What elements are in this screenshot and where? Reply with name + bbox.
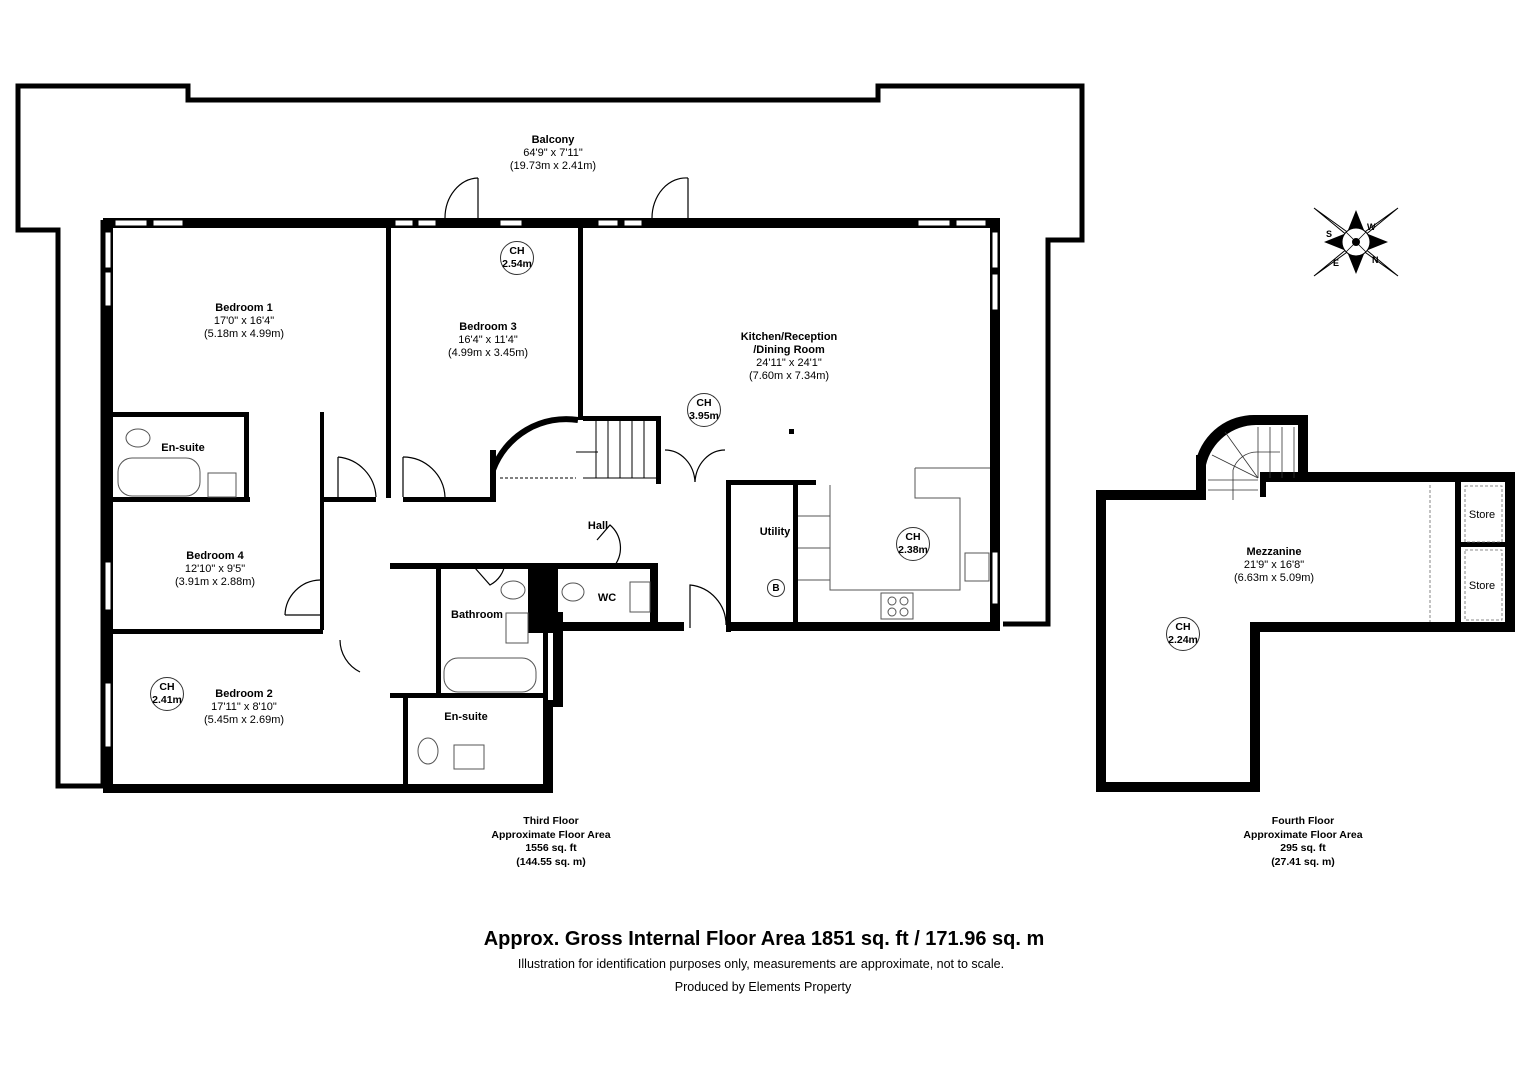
room-label-wc: WC xyxy=(598,592,616,605)
stairs-third-floor xyxy=(490,416,656,479)
ch-label: CH xyxy=(696,397,712,409)
floor-sqft: 295 sq. ft xyxy=(1280,842,1326,854)
room-imperial: 17'0" x 16'4" xyxy=(213,314,275,327)
compass-east-label: E xyxy=(1333,258,1340,268)
room-label-bathroom: Bathroom xyxy=(451,609,503,622)
ch-value: 2.38m xyxy=(898,544,928,556)
ceiling-height-marker: CH 3.95m xyxy=(687,393,721,427)
room-metric: (19.73m x 2.41m) xyxy=(509,159,597,172)
room-name: WC xyxy=(597,592,617,604)
third-floor-walls xyxy=(103,218,1000,793)
room-metric: (5.45m x 2.69m) xyxy=(203,713,285,726)
room-metric: (7.60m x 7.34m) xyxy=(748,369,830,382)
room-name: Utility xyxy=(759,526,791,538)
room-imperial: 16'4" x 11'4" xyxy=(458,333,518,346)
room-label-bedroom-4: Bedroom 4 12'10" x 9'5" (3.91m x 2.88m) xyxy=(175,550,255,589)
floor-subtitle: Approximate Floor Area xyxy=(1243,828,1363,841)
ceiling-height-marker: CH 2.54m xyxy=(500,241,534,275)
room-label-utility: Utility xyxy=(760,526,791,539)
disclaimer-text: Illustration for identification purposes… xyxy=(517,957,1005,971)
room-label-kitchen-reception-dining: Kitchen/Reception /Dining Room 24'11" x … xyxy=(741,331,838,383)
room-label-balcony: Balcony 64'9" x 7'11" (19.73m x 2.41m) xyxy=(510,134,596,173)
room-label-hall: Hall xyxy=(588,520,608,533)
room-name: Hall xyxy=(587,520,609,532)
store-outlines xyxy=(1429,485,1503,622)
ceiling-height-marker: CH 2.38m xyxy=(896,527,930,561)
ceiling-height-marker: CH 2.41m xyxy=(150,677,184,711)
room-label-store-1: Store xyxy=(1469,509,1495,522)
room-name: Store xyxy=(1468,509,1496,521)
room-name: En-suite xyxy=(444,711,488,723)
room-name: En-suite xyxy=(161,442,205,454)
boiler-marker: B xyxy=(767,579,785,597)
room-label-ensuite-2: En-suite xyxy=(444,711,487,724)
fourth-floor-area-caption: Fourth Floor Approximate Floor Area 295 … xyxy=(1243,815,1362,869)
compass-north-label: N xyxy=(1372,255,1379,265)
room-name: Bedroom 3 xyxy=(459,321,517,333)
room-imperial: 64'9" x 7'11" xyxy=(523,146,583,159)
floor-sqft: 1556 sq. ft xyxy=(525,842,577,854)
floor-title: Fourth Floor xyxy=(1271,815,1335,827)
floor-sqm: (27.41 sq. m) xyxy=(1271,855,1335,868)
fourth-floor-walls xyxy=(1096,414,1515,792)
room-label-bedroom-3: Bedroom 3 16'4" x 11'4" (4.99m x 3.45m) xyxy=(448,321,528,360)
room-name: Balcony xyxy=(531,134,575,146)
ceiling-height-marker: CH 2.24m xyxy=(1166,617,1200,651)
compass-west-label: W xyxy=(1367,222,1376,232)
room-name: Store xyxy=(1468,580,1496,592)
room-label-ensuite-1: En-suite xyxy=(161,442,204,455)
room-name: Bathroom xyxy=(451,609,503,621)
room-metric: (5.18m x 4.99m) xyxy=(203,327,285,340)
room-name: Bedroom 1 xyxy=(215,302,273,314)
compass-south-label: S xyxy=(1326,229,1333,239)
room-label-store-2: Store xyxy=(1469,580,1495,593)
room-imperial: 17'11" x 8'10" xyxy=(211,700,277,713)
ch-value: 2.54m xyxy=(502,258,532,270)
room-name: Bedroom 2 xyxy=(215,688,273,700)
room-imperial: 12'10" x 9'5" xyxy=(184,562,246,575)
room-imperial: 24'11" x 24'1" xyxy=(756,356,822,369)
ch-value: 3.95m xyxy=(689,410,719,422)
room-label-bedroom-1: Bedroom 1 17'0" x 16'4" (5.18m x 4.99m) xyxy=(204,302,284,341)
room-name-line2: /Dining Room xyxy=(753,343,825,356)
third-floor-area-caption: Third Floor Approximate Floor Area 1556 … xyxy=(491,815,610,869)
room-metric: (3.91m x 2.88m) xyxy=(174,575,256,588)
room-name: Kitchen/Reception xyxy=(740,331,838,343)
column-marker xyxy=(789,429,794,434)
ch-value: 2.41m xyxy=(152,694,182,706)
floor-subtitle: Approximate Floor Area xyxy=(491,828,611,841)
floor-title: Third Floor xyxy=(523,815,579,827)
windows xyxy=(104,219,999,748)
gross-floor-area-title: Approx. Gross Internal Floor Area 1851 s… xyxy=(483,928,1045,950)
compass-icon xyxy=(1313,207,1399,277)
producer-credit: Produced by Elements Property xyxy=(674,980,852,994)
stairs-fourth-floor xyxy=(1208,427,1295,500)
room-imperial: 21'9" x 16'8" xyxy=(1243,558,1305,571)
ch-label: CH xyxy=(1175,621,1191,633)
room-metric: (6.63m x 5.09m) xyxy=(1233,571,1315,584)
door-swings xyxy=(284,177,727,673)
room-name: Bedroom 4 xyxy=(186,550,244,562)
room-label-mezzanine: Mezzanine 21'9" x 16'8" (6.63m x 5.09m) xyxy=(1234,546,1314,585)
room-name: Mezzanine xyxy=(1246,546,1302,558)
ch-value: 2.24m xyxy=(1168,634,1198,646)
balcony-outline xyxy=(15,83,1085,789)
floor-sqm: (144.55 sq. m) xyxy=(516,855,586,868)
sanitary-fittings xyxy=(117,428,651,770)
kitchen-units xyxy=(798,467,990,620)
room-metric: (4.99m x 3.45m) xyxy=(447,346,529,359)
room-label-bedroom-2: Bedroom 2 17'11" x 8'10" (5.45m x 2.69m) xyxy=(204,688,284,727)
ch-label: CH xyxy=(905,531,921,543)
ch-label: CH xyxy=(509,245,525,257)
ch-label: CH xyxy=(159,681,175,693)
